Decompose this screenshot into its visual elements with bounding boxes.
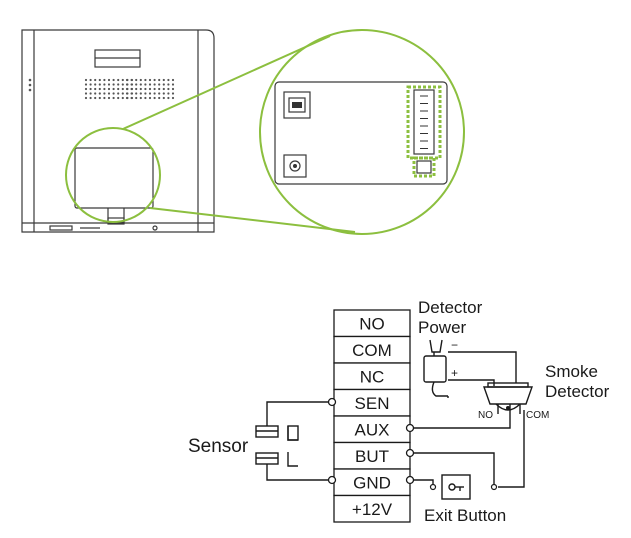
but-connector: [405, 448, 415, 458]
terminal-block: NO COM NC SEN AUX BUT GND +12V: [333, 309, 411, 523]
terminal-label: SEN: [355, 394, 390, 413]
terminal-cell: [333, 335, 411, 364]
power-jack-icon: [283, 154, 307, 178]
no-label: NO: [478, 410, 493, 421]
smoke-detector-label-line1: Smoke: [545, 362, 598, 381]
com-label: COM: [526, 410, 549, 421]
zoom-detail: [259, 29, 465, 235]
terminal-label: GND: [353, 473, 391, 492]
highlight-circle-small: [65, 127, 161, 223]
panel-zoomed: [274, 81, 448, 185]
gnd-connector-right: [405, 475, 415, 485]
zoom-line-top: [122, 35, 331, 130]
highlight-circle-large: [259, 29, 465, 235]
terminal-label: AUX: [355, 420, 390, 439]
device-back-view: [21, 29, 215, 233]
terminal-pins: [420, 95, 428, 149]
gnd-connector-left: [327, 475, 337, 485]
terminal-label: +12V: [352, 500, 393, 519]
zoom-line-bottom: [149, 207, 356, 233]
back-panel: [74, 147, 154, 209]
speaker-grille: [84, 78, 175, 100]
terminal-label: BUT: [355, 447, 389, 466]
terminal-cell: [333, 362, 411, 391]
minus-sign: −: [451, 338, 458, 352]
terminal-label: NC: [360, 367, 385, 386]
sensor-label: Sensor: [188, 436, 249, 457]
terminal-highlight: [406, 85, 442, 160]
exit-button-label: Exit Button: [424, 506, 506, 525]
smoke-detector-label-line2: Detector: [545, 382, 610, 401]
plus-sign: +: [451, 366, 458, 380]
door-sensor-icon: [255, 401, 328, 481]
terminal-label: COM: [352, 341, 392, 360]
detector-power-label-line2: Power: [418, 318, 467, 337]
terminal-cell: [333, 494, 411, 523]
sen-connector: [327, 397, 337, 407]
detector-power-label-line1: Detector: [418, 298, 483, 317]
power-adapter-icon: [423, 339, 449, 398]
smoke-detector-icon: [483, 382, 533, 411]
aux-connector: [405, 423, 415, 433]
terminal-label: NO: [359, 314, 385, 333]
ethernet-port-icon: [283, 91, 311, 119]
exit-button-icon: [441, 474, 471, 500]
